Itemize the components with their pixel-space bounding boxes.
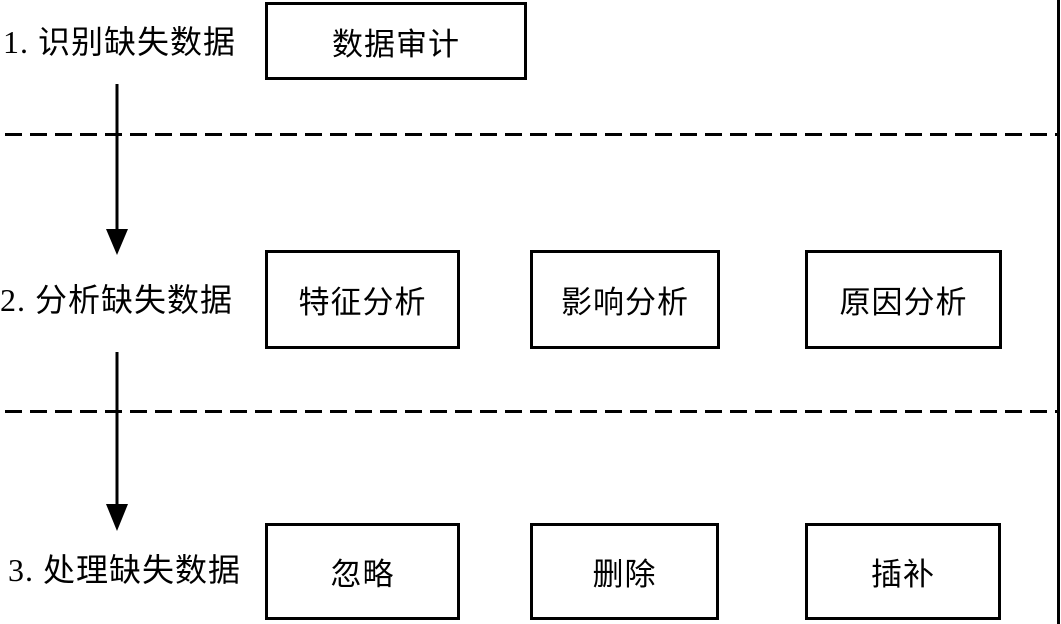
step-label-analyze-missing-data: 2. 分析缺失数据 [0,282,234,318]
box-cause-analysis: 原因分析 [805,250,1002,349]
step-label-handle-missing-data: 3. 处理缺失数据 [8,552,242,588]
figure-right-border [1057,0,1060,624]
box-feature-analysis: 特征分析 [265,250,460,349]
step-label-identify-missing-data: 1. 识别缺失数据 [3,24,237,60]
box-ignore: 忽略 [265,523,460,620]
dashed-divider-2 [5,410,1057,413]
down-arrow-step2-to-step3-icon [106,352,128,531]
box-delete: 删除 [530,523,719,620]
dashed-divider-1 [5,133,1057,136]
box-imputation: 插补 [805,523,1001,620]
box-impact-analysis: 影响分析 [530,250,720,349]
down-arrow-step1-to-step2-icon [106,84,128,255]
box-data-audit: 数据审计 [265,2,527,80]
